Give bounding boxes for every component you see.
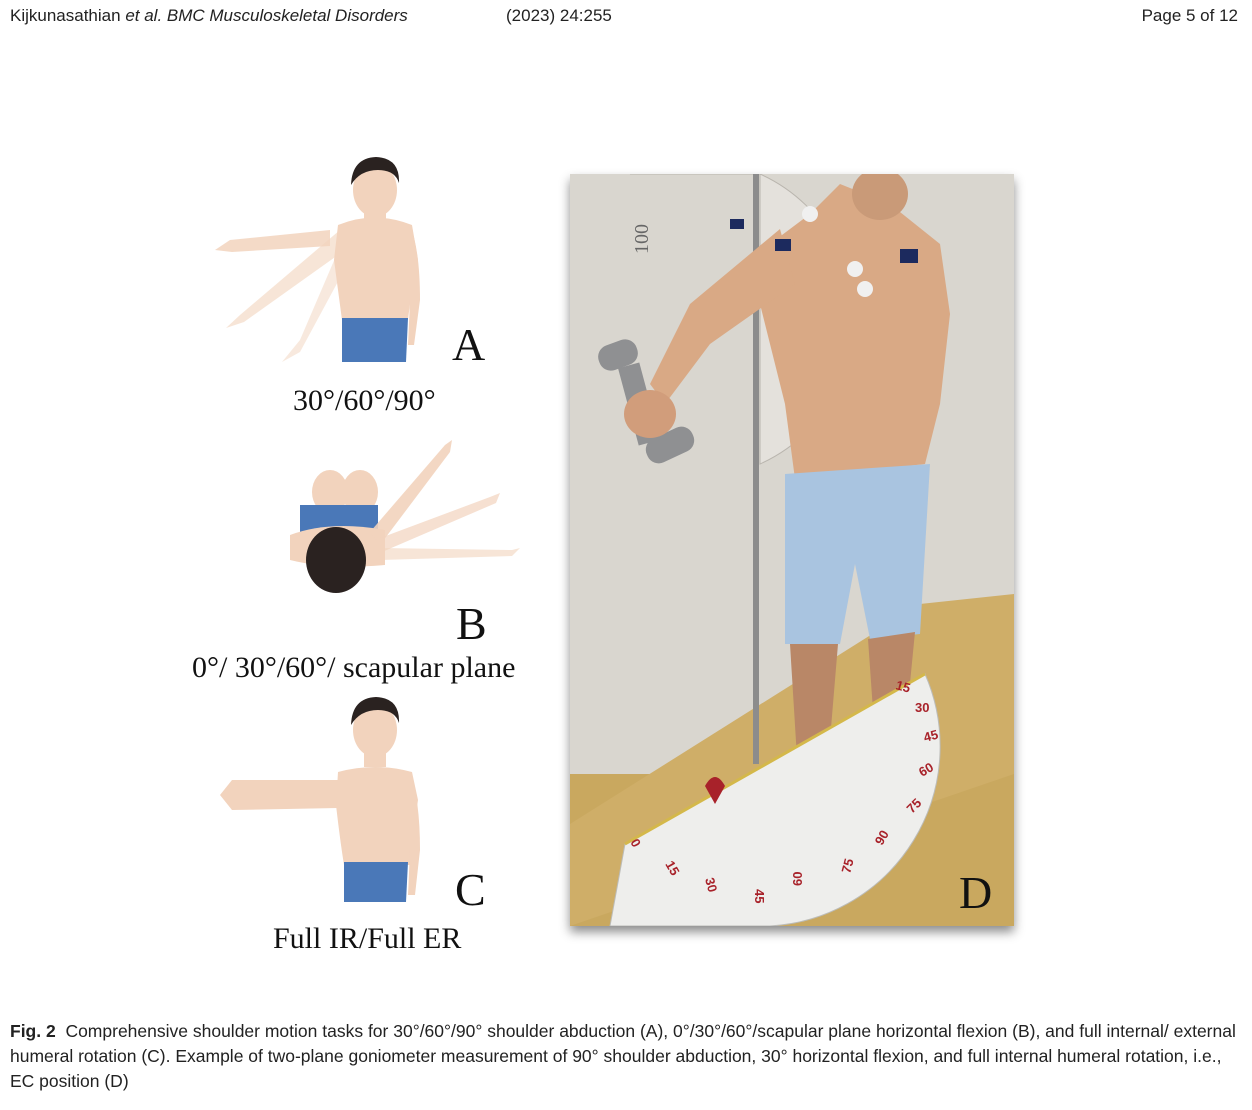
figure-illustrations bbox=[215, 157, 520, 902]
panel-a-illustration bbox=[215, 157, 420, 362]
header-citation: Kijkunasathian et al. BMC Musculoskeleta… bbox=[10, 6, 408, 26]
figure-caption-label: Fig. 2 bbox=[10, 1021, 56, 1041]
goniometer-tick: 45 bbox=[752, 889, 767, 903]
panel-a-letter: A bbox=[452, 319, 486, 370]
header-page-number: Page 5 of 12 bbox=[1141, 6, 1238, 25]
goniometer-tick: 15 bbox=[662, 858, 682, 878]
panel-b-illustration bbox=[290, 440, 520, 593]
goniometer-upper-label: 100 bbox=[631, 224, 653, 254]
goniometer-tick: 30 bbox=[915, 700, 929, 715]
header-journal: et al. BMC Musculoskeletal Disorders bbox=[125, 6, 408, 25]
panel-c-caption: Full IR/Full ER bbox=[273, 922, 462, 955]
panel-d-photo: 100 0 bbox=[570, 174, 1014, 926]
emg-sensor-icon bbox=[730, 206, 918, 297]
goniometer-tick: 90 bbox=[872, 827, 892, 847]
panel-c-letter: C bbox=[455, 864, 486, 915]
goniometer-tick: 60 bbox=[916, 759, 936, 779]
panel-b-caption: 0°/ 30°/60°/ scapular plane bbox=[192, 651, 516, 684]
panel-d-letter: D bbox=[959, 867, 993, 918]
figure-caption: Fig. 2 Comprehensive shoulder motion tas… bbox=[10, 1019, 1242, 1094]
goniometer-tick: 45 bbox=[922, 727, 940, 745]
goniometer-tick: 30 bbox=[702, 876, 720, 894]
goniometer-photo-drawing: 100 0 bbox=[570, 174, 1014, 926]
header-year: (2023) 24:255 bbox=[506, 6, 612, 25]
figure-caption-text: Comprehensive shoulder motion tasks for … bbox=[10, 1021, 1236, 1091]
goniometer-tick: 60 bbox=[790, 872, 805, 886]
goniometer-tick: 75 bbox=[838, 857, 856, 875]
goniometer-pointer-icon bbox=[705, 777, 725, 804]
panel-b-letter: B bbox=[456, 598, 487, 649]
goniometer-tick: 15 bbox=[894, 677, 912, 695]
panel-a-caption: 30°/60°/90° bbox=[293, 384, 436, 417]
page-header: Kijkunasathian et al. BMC Musculoskeleta… bbox=[10, 6, 1238, 28]
header-authors: Kijkunasathian bbox=[10, 6, 121, 25]
panel-c-illustration bbox=[220, 697, 420, 902]
